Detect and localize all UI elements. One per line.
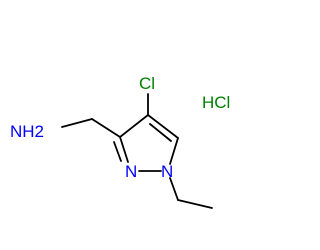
bond-n2-c3-double xyxy=(113,141,122,162)
structure-diagram: NH2 Cl N N HCl xyxy=(10,74,231,209)
bond-n2-c3 xyxy=(119,136,129,163)
bond-n1-ethyl-ch2 xyxy=(169,177,179,201)
amine-label: NH2 xyxy=(10,122,44,141)
bond-c3-c4 xyxy=(119,114,149,138)
bond-c4-c5-double xyxy=(149,123,172,142)
amine-n-label: N xyxy=(10,122,22,141)
bond-ethyl-ch2-ch3 xyxy=(177,199,213,209)
molecule-drawing: NH2 Cl N N HCl xyxy=(10,74,230,209)
bond-c4-c5 xyxy=(147,114,179,139)
bonds xyxy=(61,93,213,209)
bond-ch2-c3 xyxy=(91,118,121,138)
ring-n1-label: N xyxy=(161,162,173,181)
ring-n2-label: N xyxy=(125,162,137,181)
bond-ch2-nh2 xyxy=(61,118,93,128)
atom-labels: NH2 Cl N N xyxy=(10,74,173,181)
chlorine-label: Cl xyxy=(139,74,155,93)
bond-c5-n1 xyxy=(169,137,179,165)
amine-h-label: H2 xyxy=(22,122,44,141)
hcl-salt-label: HCl xyxy=(202,93,230,112)
